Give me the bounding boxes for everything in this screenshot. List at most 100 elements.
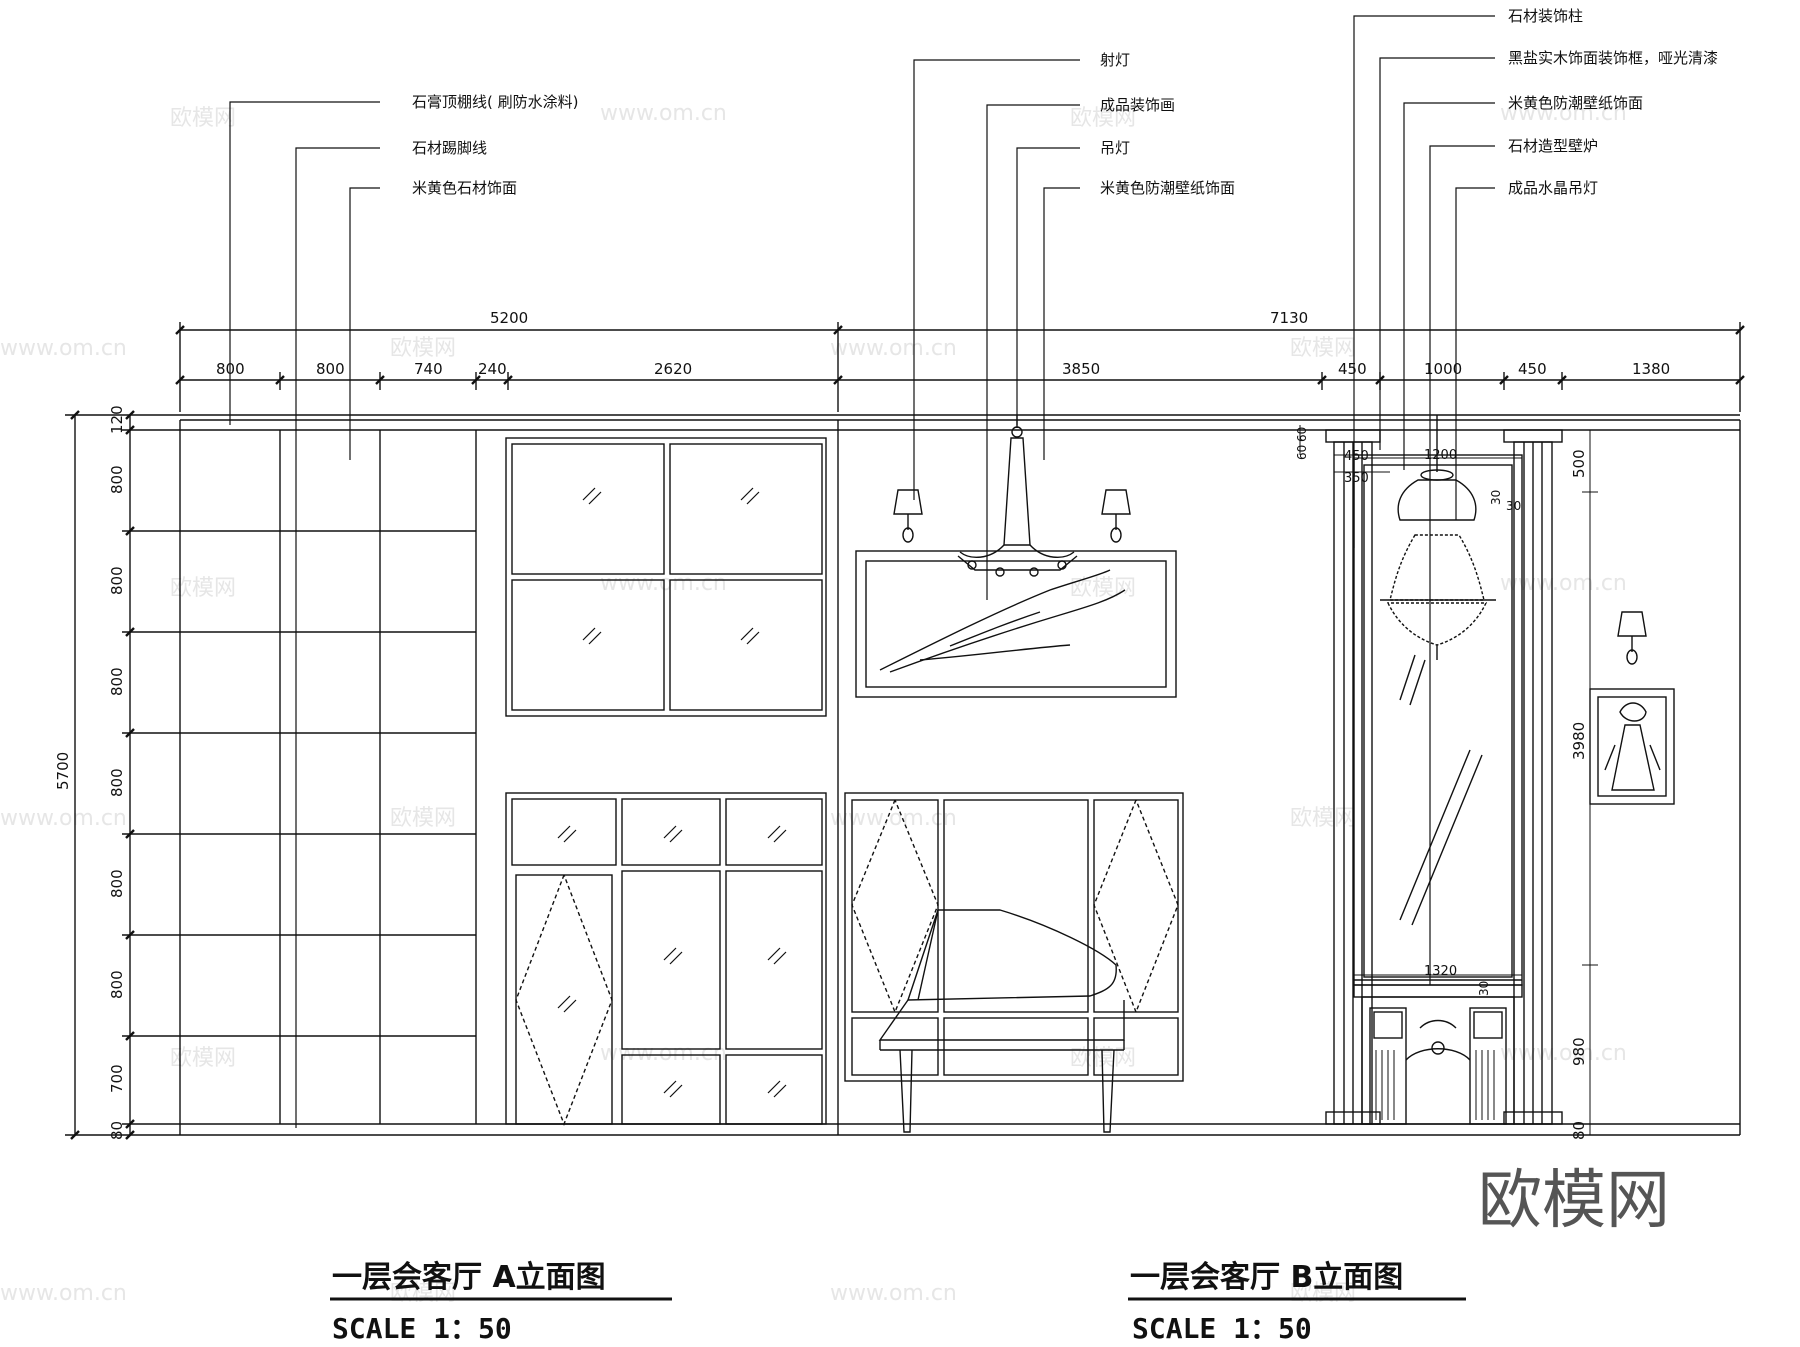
dim-b-i-6: 30	[1489, 490, 1503, 505]
watermark-url: www.om.cn	[1500, 1041, 1627, 1066]
dim-a-h-9: 80	[108, 1121, 126, 1140]
dim-a-h-8: 700	[108, 1064, 126, 1093]
dim-a-4: 240	[478, 360, 507, 378]
watermark-logo: 欧模网	[1070, 106, 1136, 131]
drawing-scale-b: SCALE 1：50	[1132, 1312, 1312, 1345]
drawing-title-a: 一层会客厅 A立面图	[332, 1260, 606, 1295]
top-dimension-lines	[175, 322, 1745, 412]
elevation-b-wall	[838, 414, 1741, 1136]
dim-b-r-2: 3980	[1570, 722, 1588, 760]
callout-painting: 成品装饰画	[1100, 96, 1175, 114]
elevation-a-wall	[179, 414, 839, 1136]
dim-b-5: 1380	[1632, 360, 1670, 378]
dim-a-h-3: 800	[108, 566, 126, 595]
dimension-labels-b-right: 500 3980 980 80	[1570, 449, 1588, 1140]
callout-wallpaper-right: 米黄色防潮壁纸饰面	[1508, 94, 1643, 112]
dim-b-i-5: 1200	[1424, 448, 1457, 463]
dim-b-r-3: 980	[1570, 1037, 1588, 1066]
framed-portrait	[1589, 688, 1675, 805]
dim-b-i-1: 60	[1295, 445, 1309, 460]
dim-b-i-3: 450	[1344, 449, 1369, 464]
drawing-title-b: 一层会客厅 B立面图	[1130, 1260, 1403, 1295]
title-block-a: 一层会客厅 A立面图 SCALE 1：50	[330, 1260, 672, 1345]
dim-a-total: 5200	[490, 309, 528, 327]
wall-sconce-far-right	[1617, 611, 1647, 665]
stone-column-right	[1503, 429, 1563, 1125]
watermark-url: www.om.cn	[1500, 571, 1627, 596]
crystal-chandelier	[1380, 415, 1496, 660]
dim-b-i-2: 60	[1295, 427, 1309, 442]
callout-gypsum-cornice: 石膏顶棚线( 刷防水涂料)	[412, 93, 578, 111]
leader-lines	[229, 15, 1495, 1128]
dim-a-5: 2620	[654, 360, 692, 378]
callouts-a: 石膏顶棚线( 刷防水涂料) 石材踢脚线 米黄色石材饰面	[412, 93, 578, 197]
dim-b-i-9: 30	[1477, 981, 1491, 996]
dim-b-r-1: 500	[1570, 449, 1588, 478]
watermark-url: www.om.cn	[0, 336, 127, 361]
watermark-logo: 欧模网	[390, 1281, 456, 1306]
watermark-url: www.om.cn	[830, 1281, 957, 1306]
callouts-b-right: 石材装饰柱 黑盐实木饰面装饰框，哑光清漆 米黄色防潮壁纸饰面 石材造型壁炉 成品…	[1508, 7, 1718, 197]
callout-fireplace: 石材造型壁炉	[1508, 137, 1598, 155]
dim-b-total: 7130	[1270, 309, 1308, 327]
dim-a-h-1: 120	[108, 405, 126, 434]
watermark-url: www.om.cn	[600, 1041, 727, 1066]
watermark-url: www.om.cn	[830, 806, 957, 831]
callout-wood-frame: 黑盐实木饰面装饰框，哑光清漆	[1508, 49, 1718, 67]
framed-painting	[855, 550, 1177, 698]
dim-b-4: 450	[1518, 360, 1547, 378]
dim-a-h-5: 800	[108, 768, 126, 797]
dimension-labels-top: 5200 7130 800 800 740 240 2620 3850 450 …	[216, 309, 1670, 378]
watermark-logo: 欧模网	[1290, 336, 1356, 361]
left-dimension-lines	[65, 410, 180, 1140]
watermark-url: www.om.cn	[0, 1281, 127, 1306]
drawing-scale-a: SCALE 1：50	[332, 1312, 512, 1345]
watermark-logo: 欧模网	[390, 806, 456, 831]
b-inner-dimension-lines	[1299, 425, 1598, 1136]
title-block-b: 一层会客厅 B立面图 SCALE 1：50	[1128, 1260, 1466, 1345]
watermark-logo: 欧模网	[1290, 1281, 1356, 1306]
callout-wallpaper: 米黄色防潮壁纸饰面	[1100, 179, 1235, 197]
dim-b-i-4: 350	[1344, 471, 1369, 486]
watermark-logo: 欧模网	[390, 336, 456, 361]
stone-fireplace	[1353, 984, 1523, 1125]
watermark-url: www.om.cn	[600, 101, 727, 126]
pendant-chandelier	[957, 415, 1078, 577]
mirror-reflection-lines	[1399, 654, 1483, 926]
dim-a-height-total: 5700	[54, 752, 72, 790]
watermark-url: www.om.cn	[0, 806, 127, 831]
dimension-labels-left: 5700 120 800 800 800 800 800 800 700 80	[54, 405, 126, 1140]
dim-a-h-4: 800	[108, 667, 126, 696]
watermark-logo: 欧模网	[170, 576, 236, 601]
dim-a-h-6: 800	[108, 869, 126, 898]
glass-hatch-marks	[557, 487, 787, 1098]
dimension-labels-b-inner: 60 60 450 350 1200 30 30 1320 30	[1295, 427, 1521, 996]
callout-spotlight: 射灯	[1100, 51, 1130, 69]
watermark-logo: 欧模网	[1290, 806, 1356, 831]
dim-b-3: 1000	[1424, 360, 1462, 378]
dim-b-i-7: 30	[1506, 499, 1521, 513]
callout-pendant: 吊灯	[1100, 139, 1130, 157]
dim-b-r-4: 80	[1570, 1121, 1588, 1140]
dim-b-1: 3850	[1062, 360, 1100, 378]
wood-frame-panel	[1353, 454, 1523, 986]
dim-b-i-8: 1320	[1424, 964, 1457, 979]
dim-a-h-2: 800	[108, 465, 126, 494]
grand-piano	[878, 909, 1125, 1133]
dim-b-2: 450	[1338, 360, 1367, 378]
callout-crystal-chandelier: 成品水晶吊灯	[1508, 179, 1598, 197]
callout-stone-column: 石材装饰柱	[1508, 7, 1583, 25]
watermark-grid: 欧模网 www.om.cn 欧模网 www.om.cn 欧模网 www.om.c…	[0, 101, 1627, 1306]
dim-a-1: 800	[216, 360, 245, 378]
watermark-logo: 欧模网	[170, 1046, 236, 1071]
dim-a-2: 800	[316, 360, 345, 378]
watermark-logo-large: 欧模网	[1478, 1164, 1670, 1238]
dim-a-h-7: 800	[108, 970, 126, 999]
wall-sconce-left	[893, 489, 923, 543]
callouts-b-mid: 射灯 成品装饰画 吊灯 米黄色防潮壁纸饰面	[1100, 51, 1235, 197]
wall-sconce-right	[1101, 489, 1131, 543]
watermark-url: www.om.cn	[830, 336, 957, 361]
callout-stone-facing: 米黄色石材饰面	[412, 179, 517, 197]
stone-column-left	[1325, 429, 1381, 1125]
